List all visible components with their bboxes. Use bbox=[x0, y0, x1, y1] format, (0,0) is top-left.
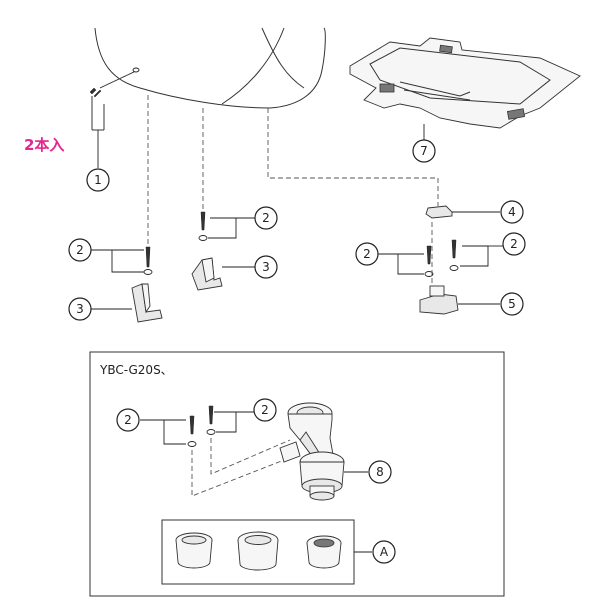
callout-a-label: A bbox=[380, 545, 389, 559]
callout-8-label: 8 bbox=[376, 465, 384, 479]
callout-5-label: 5 bbox=[508, 297, 516, 311]
callout-5: 5 bbox=[500, 292, 524, 316]
callout-2-middle-label: 2 bbox=[262, 211, 270, 225]
callout-a: A bbox=[372, 540, 396, 564]
callout-2-middle: 2 bbox=[254, 206, 278, 230]
callout-7-label: 7 bbox=[420, 144, 428, 158]
callout-3-left: 3 bbox=[68, 297, 92, 321]
callout-2-box-right-label: 2 bbox=[261, 403, 269, 417]
ring-2 bbox=[237, 531, 279, 571]
left-bracket-group bbox=[90, 246, 163, 323]
model-box-title: YBC-G20S、 bbox=[99, 363, 173, 377]
ring-3 bbox=[306, 535, 342, 569]
callout-2-box-left: 2 bbox=[116, 408, 140, 432]
count-note: 2本入 bbox=[24, 136, 64, 154]
mounting-plate-part-7 bbox=[349, 37, 581, 140]
callout-3-middle-label: 3 bbox=[262, 260, 270, 274]
callout-2-box-left-label: 2 bbox=[124, 413, 132, 427]
callout-2-right-b-label: 2 bbox=[510, 237, 518, 251]
dash-line-right bbox=[267, 108, 439, 206]
middle-bracket-group bbox=[191, 211, 256, 291]
box-screws-group bbox=[140, 405, 291, 497]
callout-2-left-label: 2 bbox=[76, 243, 84, 257]
callout-1: 1 bbox=[86, 168, 110, 192]
adapter-part-8 bbox=[279, 402, 368, 501]
screw-pair-part-1 bbox=[89, 67, 140, 168]
callout-2-right-a: 2 bbox=[355, 242, 379, 266]
model-box bbox=[89, 351, 505, 597]
callout-1-label: 1 bbox=[94, 173, 102, 187]
callout-7: 7 bbox=[412, 139, 436, 163]
ring-1 bbox=[175, 532, 213, 569]
right-group bbox=[378, 205, 504, 315]
callout-2-right-b: 2 bbox=[502, 232, 526, 256]
toilet-bowl-outline bbox=[94, 27, 326, 109]
callout-3-left-label: 3 bbox=[76, 302, 84, 316]
callout-4-label: 4 bbox=[508, 205, 516, 219]
callout-4: 4 bbox=[500, 200, 524, 224]
callout-8: 8 bbox=[368, 460, 392, 484]
callout-3-middle: 3 bbox=[254, 255, 278, 279]
callout-2-box-right: 2 bbox=[253, 398, 277, 422]
callout-2-left: 2 bbox=[68, 238, 92, 262]
callout-2-right-a-label: 2 bbox=[363, 247, 371, 261]
